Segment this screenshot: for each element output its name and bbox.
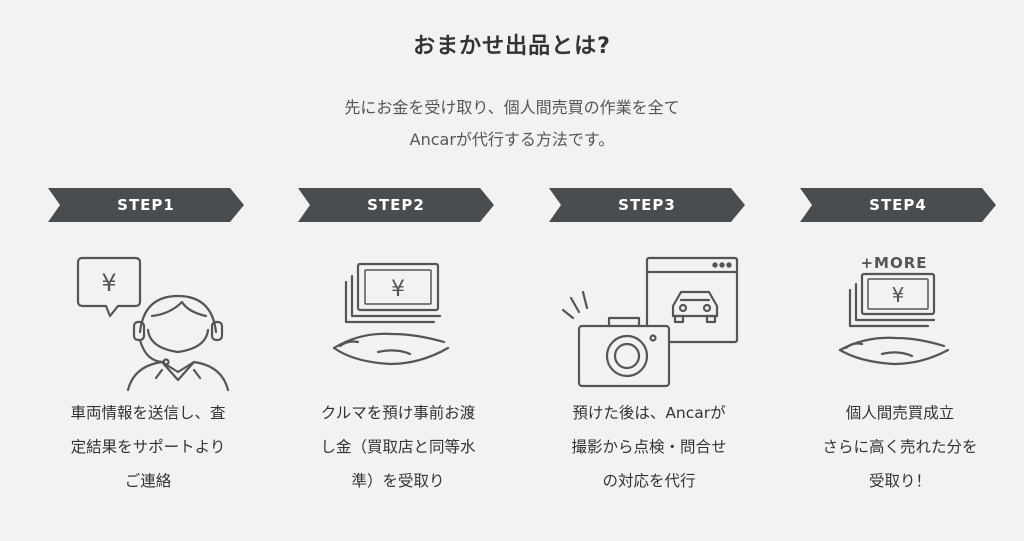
step-3-description: 預けた後は、Ancarが 撮影から点検・問合せ の対応を代行 xyxy=(545,396,753,498)
step-4-desc-line-3: 受取り！ xyxy=(868,472,931,490)
yen-symbol: ¥ xyxy=(892,283,905,307)
step-4-banner: STEP4 xyxy=(800,188,996,222)
hand-money-more-icon: +MORE ¥ xyxy=(800,236,1000,396)
step-3: STEP3 xyxy=(549,188,749,490)
step-4-description: 個人間売買成立 さらに高く売れた分を 受取り！ xyxy=(796,396,1004,498)
subtitle-line-2: Ancarが代行する方法です。 xyxy=(409,130,615,149)
step-4-desc-line-2: さらに高く売れた分を xyxy=(822,438,978,456)
step-3-label: STEP3 xyxy=(618,196,676,214)
step-2-banner: STEP2 xyxy=(298,188,494,222)
step-1-desc-line-2: 定結果をサポートより xyxy=(70,438,226,456)
step-3-desc-line-2: 撮影から点検・問合せ xyxy=(571,438,727,456)
step-1: STEP1 ¥ 車両情報を送信し、査 定結果をサポートより ご連絡 xyxy=(48,188,248,490)
step-1-description: 車両情報を送信し、査 定結果をサポートより ご連絡 xyxy=(44,396,252,498)
page-title: おまかせ出品とは? xyxy=(413,34,611,59)
camera-browser-icon xyxy=(549,236,749,396)
step-2-desc-line-3: 準）を受取り xyxy=(351,472,445,490)
step-1-label: STEP1 xyxy=(117,196,175,214)
step-2-desc-line-2: し金（買取店と同等水 xyxy=(320,438,476,456)
more-label: +MORE xyxy=(860,254,927,272)
step-3-banner: STEP3 xyxy=(549,188,745,222)
subtitle-line-1: 先にお金を受け取り、個人間売買の作業を全て xyxy=(344,98,680,117)
step-2-label: STEP2 xyxy=(367,196,425,214)
yen-symbol: ¥ xyxy=(101,269,116,297)
step-4-label: STEP4 xyxy=(869,196,927,214)
step-4-desc-line-1: 個人間売買成立 xyxy=(845,404,955,422)
step-1-desc-line-1: 車両情報を送信し、査 xyxy=(70,404,226,422)
step-1-desc-line-3: ご連絡 xyxy=(124,472,172,490)
step-1-banner: STEP1 xyxy=(48,188,244,222)
step-4: STEP4 +MORE ¥ 個人間売買成立 さらに高く売れた分を 受取り！ xyxy=(800,188,1000,490)
step-2-desc-line-1: クルマを預け事前お渡 xyxy=(320,404,476,422)
hand-money-icon: ¥ xyxy=(298,236,498,396)
operator-yen-icon: ¥ xyxy=(48,236,248,396)
step-3-desc-line-3: の対応を代行 xyxy=(602,472,696,490)
step-3-desc-line-1: 預けた後は、Ancarが xyxy=(572,404,726,422)
subtitle: 先にお金を受け取り、個人間売買の作業を全て Ancarが代行する方法です。 xyxy=(0,92,1024,156)
step-2: STEP2 ¥ クルマを預け事前お渡 し金（買取店と同等水 準）を受取り xyxy=(298,188,498,490)
step-2-description: クルマを預け事前お渡 し金（買取店と同等水 準）を受取り xyxy=(294,396,502,498)
yen-symbol: ¥ xyxy=(391,277,405,302)
